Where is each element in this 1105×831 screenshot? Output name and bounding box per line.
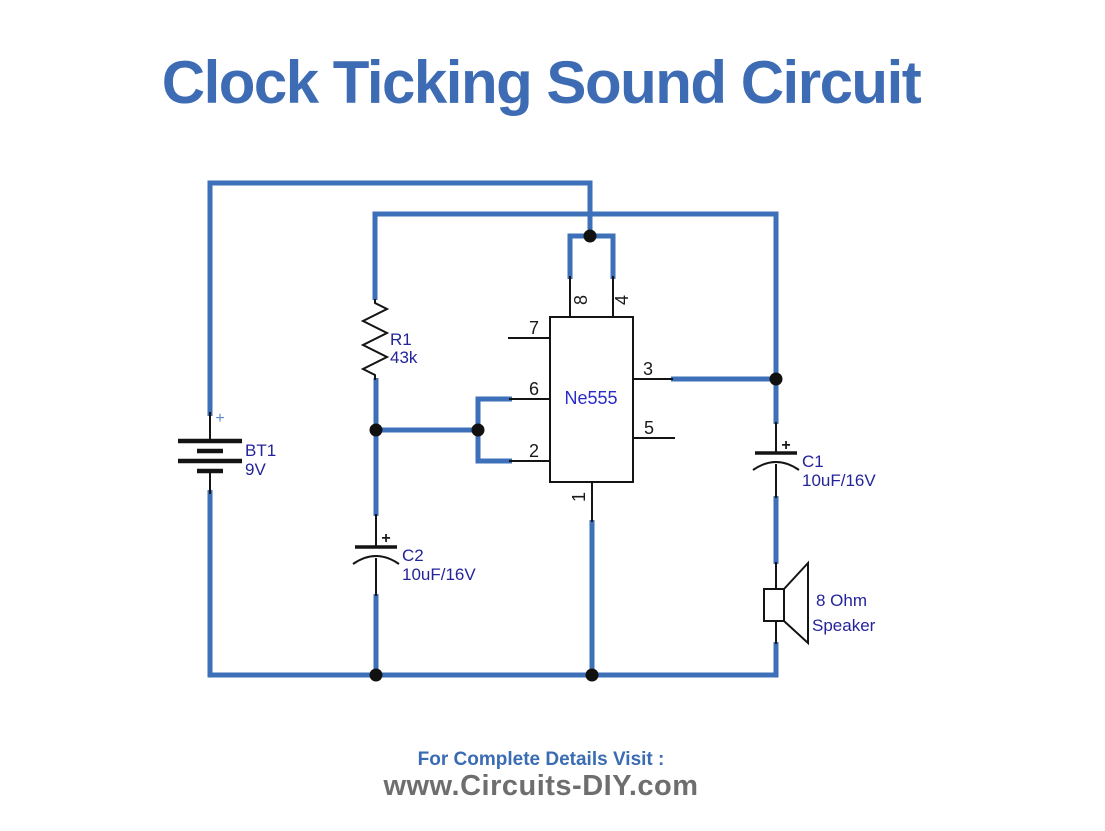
ic-pin-2-label: 2 [529, 441, 539, 461]
resistor-symbol [360, 299, 390, 380]
c2-value-label: 10uF/16V [402, 565, 476, 584]
ic-pin-6-label: 6 [529, 379, 539, 399]
junction-dots [369, 229, 783, 682]
junction-dot [769, 372, 783, 386]
junction-dot [369, 668, 383, 682]
wire-bottom-rail [207, 490, 779, 678]
resistor-ref-label: R1 [390, 330, 412, 349]
junction-dot [369, 423, 383, 437]
c2-curved-plate [352, 555, 400, 565]
c1-curved-plate [752, 461, 800, 471]
c1-value-label: 10uF/16V [802, 471, 876, 490]
speaker-driver [763, 588, 785, 622]
ic-pin-3-label: 3 [643, 359, 653, 379]
ic-pin-1-label: 1 [569, 492, 589, 502]
ic-pin-7-label: 7 [529, 318, 539, 338]
speaker-name-label: Speaker [812, 616, 876, 635]
c2-plus-sign: + [381, 530, 390, 547]
footer-visit-text: For Complete Details Visit : [417, 749, 665, 770]
component-leads [209, 276, 777, 644]
ic-name-label: Ne555 [564, 388, 617, 408]
junction-dot [585, 668, 599, 682]
capacitor-c2-symbol [352, 545, 400, 565]
wires [207, 180, 779, 678]
ic-pin-5-label: 5 [644, 418, 654, 438]
wire-pin8-pin4-loop [567, 233, 616, 279]
battery-plus-sign: + [215, 410, 224, 427]
resistor-value-label: 43k [390, 348, 418, 367]
capacitor-c1-symbol [752, 451, 800, 471]
ic-body [549, 316, 634, 483]
ic-pin-8-label: 8 [571, 295, 591, 305]
ic-pin-4-label: 4 [612, 295, 632, 305]
c1-ref-label: C1 [802, 452, 824, 471]
c1-plus-sign: + [781, 437, 790, 454]
junction-dot [583, 229, 597, 243]
footer-website-url: www.Circuits-DIY.com [383, 770, 699, 802]
speaker-cone [783, 560, 809, 646]
battery-ref-label: BT1 [245, 441, 276, 460]
battery-value-label: 9V [245, 460, 266, 479]
c2-ref-label: C2 [402, 546, 424, 565]
junction-dot [471, 423, 485, 437]
page-title: Clock Ticking Sound Circuit [161, 49, 922, 116]
wire-top-rail-vcc [207, 180, 593, 416]
wire-second-rail [372, 211, 779, 424]
battery-symbol [178, 438, 242, 474]
speaker-impedance-label: 8 Ohm [816, 591, 867, 610]
speaker-symbol [763, 560, 809, 646]
